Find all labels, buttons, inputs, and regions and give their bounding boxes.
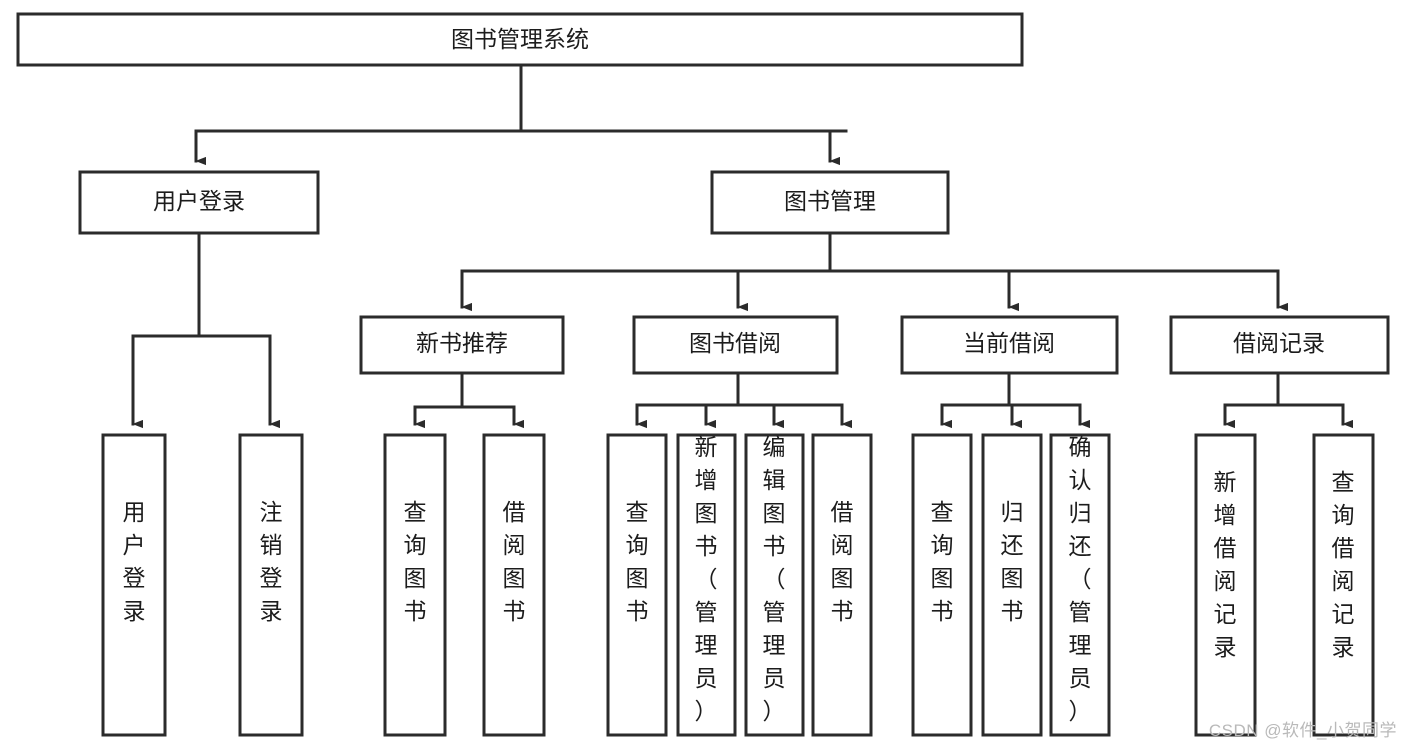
- node-leaf-cb-query-label: 查询图书: [931, 499, 954, 624]
- node-user-login[interactable]: 用户登录: [78, 170, 320, 235]
- node-leaf-cb-query-box[interactable]: [911, 433, 973, 737]
- node-leaf-rec-query-box[interactable]: [1312, 433, 1375, 737]
- node-leaf-bb-query-box[interactable]: [606, 433, 668, 737]
- node-leaf-bb-edit[interactable]: 编辑图书（管理员）: [744, 433, 805, 737]
- node-leaf-nb-borrow-label: 借阅图书: [503, 499, 526, 624]
- node-leaf-bb-borrow-box[interactable]: [811, 433, 873, 737]
- node-leaf-logout-box[interactable]: [238, 433, 304, 737]
- node-user-login-label: 用户登录: [153, 188, 245, 214]
- node-leaf-cb-query[interactable]: 查询图书: [911, 433, 973, 737]
- node-book-borrow-label: 图书借阅: [689, 330, 781, 356]
- node-book-borrow-box[interactable]: [632, 315, 839, 375]
- node-leaf-bb-query-label: 查询图书: [626, 499, 649, 624]
- node-root[interactable]: 图书管理系统: [16, 12, 1024, 67]
- connector-group: [131, 63, 1354, 429]
- node-leaf-rec-add-label: 新增借阅记录: [1214, 469, 1237, 660]
- node-leaf-bb-add-label: 新增图书（管理员）: [695, 434, 718, 724]
- node-leaf-bb-add[interactable]: 新增图书（管理员）: [676, 433, 737, 737]
- node-leaf-rec-query-label: 查询借阅记录: [1332, 469, 1355, 660]
- node-leaf-nb-borrow-box[interactable]: [482, 433, 546, 737]
- node-leaf-cb-return[interactable]: 归还图书: [981, 433, 1043, 737]
- node-leaf-rec-add-box[interactable]: [1194, 433, 1257, 737]
- node-book-mgmt-box[interactable]: [710, 170, 950, 235]
- node-leaf-rec-query[interactable]: 查询借阅记录: [1312, 433, 1375, 737]
- node-leaf-user-login-label: 用户登录: [123, 499, 146, 624]
- node-leaf-bb-edit-box[interactable]: [744, 433, 805, 737]
- node-current-borrow-box[interactable]: [900, 315, 1119, 375]
- node-leaf-bb-borrow[interactable]: 借阅图书: [811, 433, 873, 737]
- node-leaf-nb-query-label: 查询图书: [404, 499, 427, 624]
- node-borrow-record[interactable]: 借阅记录: [1169, 315, 1390, 375]
- node-leaf-bb-borrow-label: 借阅图书: [831, 499, 854, 624]
- node-borrow-record-box[interactable]: [1169, 315, 1390, 375]
- node-leaf-nb-query-box[interactable]: [383, 433, 447, 737]
- node-leaf-bb-query[interactable]: 查询图书: [606, 433, 668, 737]
- node-leaf-cb-return-label: 归还图书: [1001, 499, 1024, 624]
- node-book-mgmt-label: 图书管理: [784, 188, 876, 214]
- node-new-book-box[interactable]: [359, 315, 565, 375]
- node-book-mgmt[interactable]: 图书管理: [710, 170, 950, 235]
- node-leaf-user-login-box[interactable]: [101, 433, 167, 737]
- node-current-borrow-label: 当前借阅: [963, 330, 1055, 356]
- node-root-box[interactable]: [16, 12, 1024, 67]
- node-leaf-rec-add[interactable]: 新增借阅记录: [1194, 433, 1257, 737]
- node-leaf-bb-edit-label: 编辑图书（管理员）: [763, 434, 786, 724]
- node-root-label: 图书管理系统: [451, 26, 589, 52]
- node-leaf-user-login[interactable]: 用户登录: [101, 433, 167, 737]
- node-current-borrow[interactable]: 当前借阅: [900, 315, 1119, 375]
- node-user-login-box[interactable]: [78, 170, 320, 235]
- node-leaf-logout[interactable]: 注销登录: [238, 433, 304, 737]
- node-new-book[interactable]: 新书推荐: [359, 315, 565, 375]
- node-leaf-bb-add-box[interactable]: [676, 433, 737, 737]
- node-new-book-label: 新书推荐: [416, 330, 508, 356]
- node-leaf-cb-confirm[interactable]: 确认归还（管理员）: [1049, 433, 1111, 737]
- node-borrow-record-label: 借阅记录: [1233, 330, 1325, 356]
- node-leaf-cb-confirm-box[interactable]: [1049, 433, 1111, 737]
- node-leaf-cb-return-box[interactable]: [981, 433, 1043, 737]
- node-leaf-nb-borrow[interactable]: 借阅图书: [482, 433, 546, 737]
- node-leaf-logout-label: 注销登录: [260, 499, 283, 624]
- node-leaf-cb-confirm-label: 确认归还（管理员）: [1069, 434, 1092, 724]
- node-book-borrow[interactable]: 图书借阅: [632, 315, 839, 375]
- node-leaf-nb-query[interactable]: 查询图书: [383, 433, 447, 737]
